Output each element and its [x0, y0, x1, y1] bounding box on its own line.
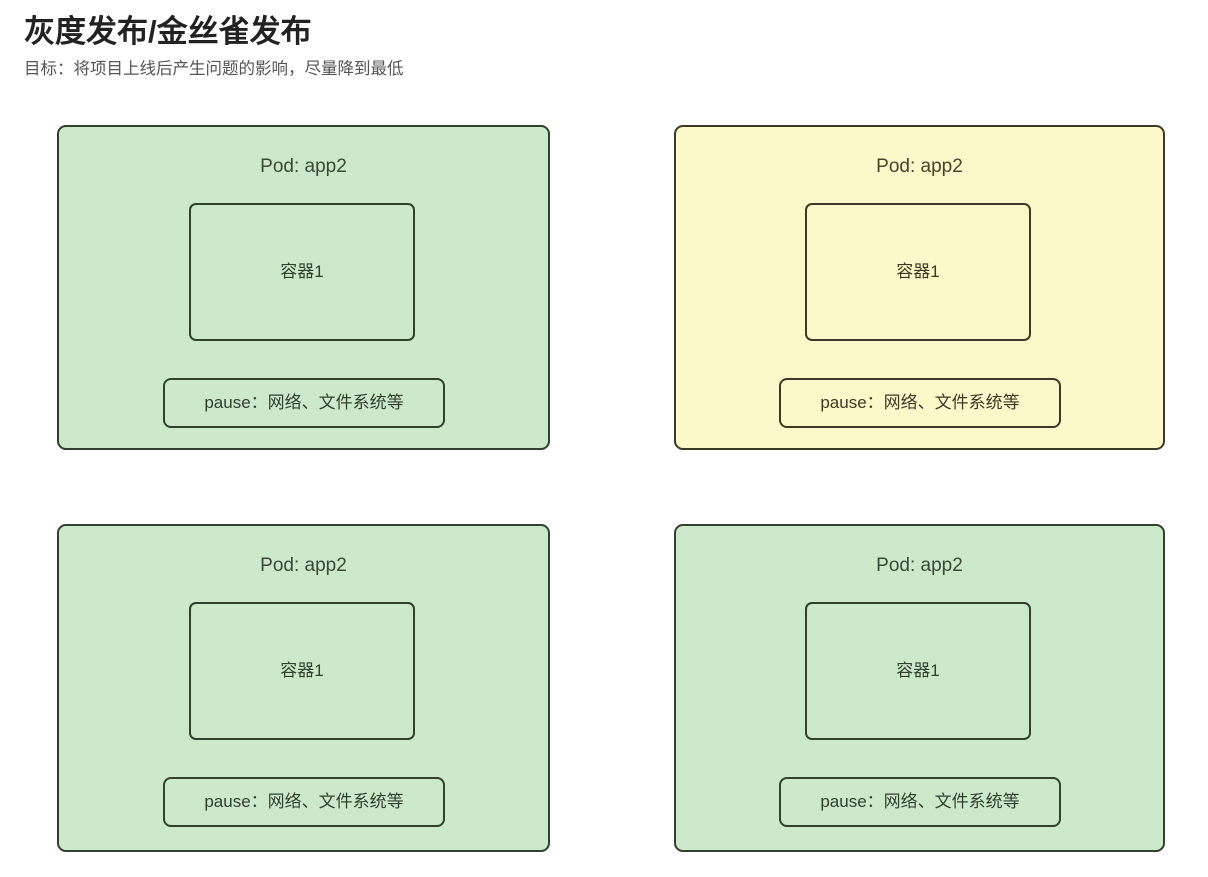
page-subtitle: 目标：将项目上线后产生问题的影响，尽量降到最低 [24, 60, 404, 78]
pause-label: pause：网络、文件系统等 [820, 792, 1020, 811]
container-label: 容器1 [896, 661, 940, 680]
page-title: 灰度发布/金丝雀发布 [24, 14, 312, 49]
pod-card-top-right: Pod: app2 容器1 pause：网络、文件系统等 [674, 125, 1165, 450]
pod-card-bottom-right: Pod: app2 容器1 pause：网络、文件系统等 [674, 524, 1165, 852]
container-box: 容器1 [189, 203, 415, 341]
pause-box: pause：网络、文件系统等 [779, 378, 1061, 428]
page-header: 灰度发布/金丝雀发布 目标：将项目上线后产生问题的影响，尽量降到最低 [24, 12, 1124, 82]
pause-label: pause：网络、文件系统等 [204, 393, 404, 412]
pod-title: Pod: app2 [876, 555, 963, 576]
pause-box: pause：网络、文件系统等 [163, 378, 445, 428]
container-label: 容器1 [280, 661, 324, 680]
container-box: 容器1 [805, 602, 1031, 740]
container-label: 容器1 [896, 262, 940, 281]
pod-title: Pod: app2 [260, 156, 347, 177]
pause-box: pause：网络、文件系统等 [163, 777, 445, 827]
pod-title: Pod: app2 [260, 555, 347, 576]
container-box: 容器1 [189, 602, 415, 740]
container-label: 容器1 [280, 262, 324, 281]
pause-box: pause：网络、文件系统等 [779, 777, 1061, 827]
pause-label: pause：网络、文件系统等 [204, 792, 404, 811]
container-box: 容器1 [805, 203, 1031, 341]
pause-label: pause：网络、文件系统等 [820, 393, 1020, 412]
pod-title: Pod: app2 [876, 156, 963, 177]
pod-card-top-left: Pod: app2 容器1 pause：网络、文件系统等 [57, 125, 550, 450]
pod-card-bottom-left: Pod: app2 容器1 pause：网络、文件系统等 [57, 524, 550, 852]
